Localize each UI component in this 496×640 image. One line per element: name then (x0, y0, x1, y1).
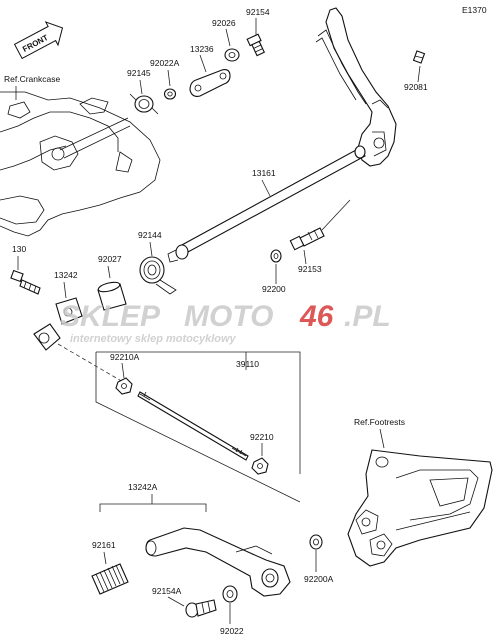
lever-13236 (189, 69, 231, 97)
shift-pedal (145, 527, 291, 597)
tie-rod-end-left (33, 323, 61, 351)
label-13161: 13161 (252, 168, 276, 178)
label-92210: 92210 (250, 432, 274, 442)
label-130: 130 (12, 244, 26, 254)
watermark: SKLEP MOTO 46 .PL internetowy sklep moto… (60, 300, 391, 345)
label-92161: 92161 (92, 540, 116, 550)
joint-13242 (55, 297, 83, 325)
label-92154a: 92154A (152, 586, 182, 596)
watermark-brand-num: 46 (299, 300, 334, 333)
footrest-bracket (347, 449, 493, 567)
bolt-92081 (412, 50, 426, 64)
label-92081: 92081 (404, 82, 428, 92)
ref-crankcase-label: Ref.Crankcase (4, 74, 60, 84)
bolt-130 (10, 269, 41, 295)
rubber-92161 (91, 563, 129, 595)
ref-footrests-label: Ref.Footrests (354, 417, 405, 427)
washer-92022 (222, 585, 238, 603)
collar-92026 (224, 48, 240, 62)
watermark-brand-tld: .PL (344, 300, 391, 333)
label-92022a: 92022A (150, 58, 180, 68)
nut-92210 (251, 457, 269, 475)
spring-92144 (139, 256, 177, 295)
shift-shaft-13161 (167, 145, 367, 263)
front-direction-arrow: FRONT (13, 21, 64, 60)
tie-rod-39110 (137, 391, 249, 461)
label-92026: 92026 (212, 18, 236, 28)
washer-92200 (270, 249, 282, 263)
washer-92022a (163, 88, 177, 100)
label-92153: 92153 (298, 264, 322, 274)
label-13236: 13236 (190, 44, 214, 54)
crankcase-outline (0, 91, 161, 237)
watermark-brand-mid: MOTO (184, 300, 273, 333)
label-92200: 92200 (262, 284, 286, 294)
watermark-brand-left: SKLEP (60, 300, 161, 333)
washer-92200a (309, 534, 323, 550)
label-92022: 92022 (220, 626, 244, 636)
diagram-id: E1370 (462, 5, 487, 15)
label-13242a: 13242A (128, 482, 158, 492)
shift-fork-arm (315, 7, 397, 167)
label-92154-top: 92154 (246, 7, 270, 17)
label-92144: 92144 (138, 230, 162, 240)
bolt-92153 (289, 227, 325, 251)
spring-92145 (129, 93, 159, 115)
bolt-92154-top (246, 33, 266, 57)
label-92210a: 92210A (110, 352, 140, 362)
watermark-tagline: internetowy sklep motocyklowy (70, 333, 237, 345)
label-92145: 92145 (127, 68, 151, 78)
bolt-92154a (185, 599, 217, 618)
label-92200a: 92200A (304, 574, 334, 584)
label-39110: 39110 (236, 359, 259, 369)
nut-92210a (115, 377, 133, 395)
bushing-92027 (97, 281, 127, 311)
label-92027: 92027 (98, 254, 122, 264)
label-13242: 13242 (54, 270, 78, 280)
